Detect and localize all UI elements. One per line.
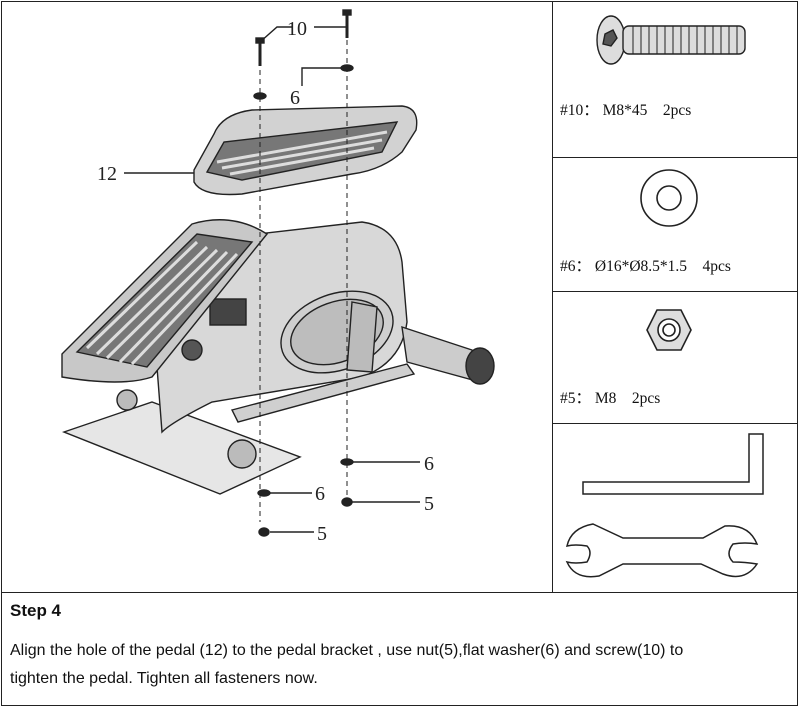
step-description: Align the hole of the pedal (12) to the … — [10, 637, 790, 693]
step-title: Step 4 — [10, 601, 62, 620]
base-plate — [61, 401, 302, 495]
link-bar — [230, 363, 416, 423]
step-text-line-2: tighten the pedal. Tighten all fasteners… — [10, 670, 318, 687]
part-screw: #10： M8*45 2pcs — [553, 2, 798, 158]
stepper-exploded-view: 10 6 12 6 6 5 5 — [61, 9, 495, 545]
hex-nut-icon — [646, 309, 692, 351]
tension-knob-icon — [181, 339, 203, 361]
part-label-washer: #6： Ø16*Ø8.5*1.5 4pcs — [560, 258, 731, 275]
parts-list: #10： M8*45 2pcs #6： Ø16*Ø8.5*1.5 4pcs #5… — [553, 2, 798, 592]
part-label-screw: #10： M8*45 2pcs — [560, 102, 692, 119]
callout-pedal: 12 — [97, 163, 117, 185]
part-label-nut: #5： M8 2pcs — [560, 390, 661, 407]
part-nut: #5： M8 2pcs — [553, 292, 798, 424]
assembly-diagram: 10 6 12 6 6 5 5 — [2, 2, 553, 592]
screw-icon — [596, 15, 746, 65]
display-icon — [209, 298, 247, 326]
wheel-icon — [227, 439, 257, 469]
step-instructions: Step 4 Align the hole of the pedal (12) … — [2, 592, 798, 706]
callout-washer-lower-right: 6 — [424, 453, 434, 475]
pedal-bracket — [346, 301, 378, 373]
callout-washer-lower-left: 6 — [315, 483, 325, 505]
step-text-line-1: Align the hole of the pedal (12) to the … — [10, 642, 684, 659]
allen-key-and-wrench-icon — [565, 433, 764, 578]
part-washer: #6： Ø16*Ø8.5*1.5 4pcs — [553, 158, 798, 292]
flat-washer-icon — [640, 169, 698, 227]
end-cap-icon — [465, 347, 495, 385]
callout-screw: 10 — [287, 18, 307, 40]
callout-washer-top: 6 — [290, 87, 300, 109]
part-tools — [553, 424, 798, 592]
callout-nut-right: 5 — [424, 493, 434, 515]
callout-nut-left: 5 — [317, 523, 327, 545]
